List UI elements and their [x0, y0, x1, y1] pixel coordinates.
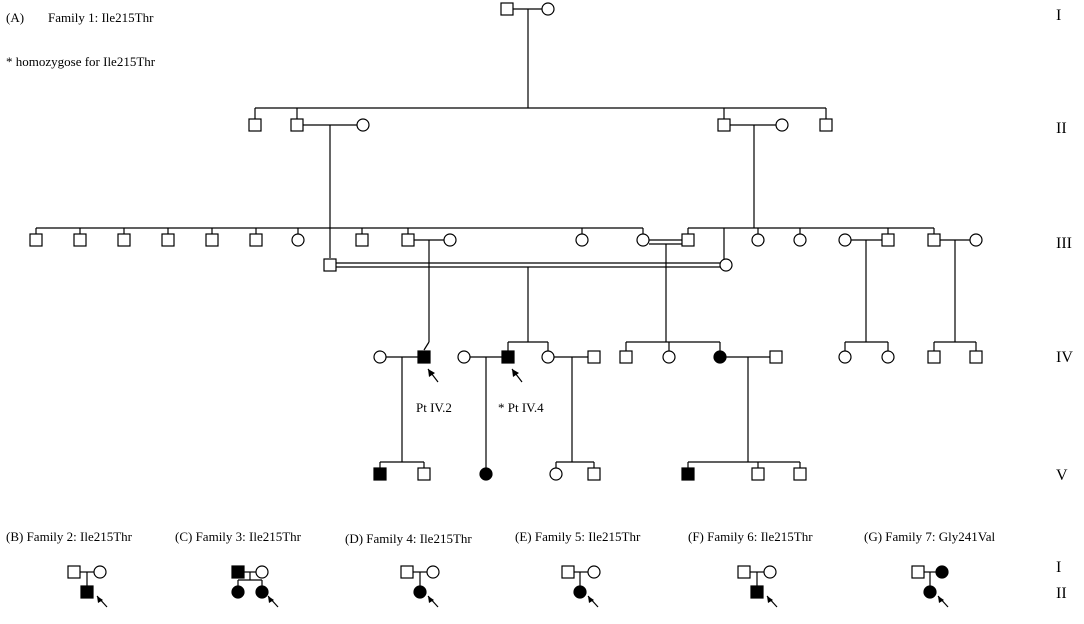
family-1-title: Family 1: Ile215Thr [48, 10, 154, 25]
family-3-pedigree [231, 565, 279, 608]
generation-label-V: V [1056, 467, 1068, 484]
family-7-pedigree [911, 565, 949, 608]
generation-label-I: I [1056, 7, 1061, 24]
family-4-pedigree [400, 565, 440, 608]
pedigree-lines [35, 8, 977, 470]
small-generation-label-I: I [1056, 559, 1061, 576]
generation-label-III: III [1056, 235, 1072, 252]
patient-label-iv2: Pt IV.2 [416, 400, 452, 415]
pedigree-symbols [29, 2, 983, 481]
panel-label-a: (A) [6, 10, 24, 25]
family-4-label: (D) Family 4: Ile215Thr [345, 531, 472, 546]
family-2-pedigree [67, 565, 108, 608]
proband-arrows [427, 368, 523, 383]
family-5-pedigree [561, 565, 601, 608]
family-7-label: (G) Family 7: Gly241Val [864, 529, 995, 544]
family-6-pedigree [737, 565, 778, 608]
small-generation-label-II: II [1056, 585, 1067, 602]
family-6-label: (F) Family 6: Ile215Thr [688, 529, 813, 544]
family-3-label: (C) Family 3: Ile215Thr [175, 529, 302, 544]
homozygous-note: * homozygose for Ile215Thr [6, 54, 156, 69]
patient-label-iv4: * Pt IV.4 [498, 400, 544, 415]
generation-label-IV: IV [1056, 349, 1073, 366]
family-2-label: (B) Family 2: Ile215Thr [6, 529, 133, 544]
family-5-label: (E) Family 5: Ile215Thr [515, 529, 641, 544]
generation-label-II: II [1056, 120, 1067, 137]
